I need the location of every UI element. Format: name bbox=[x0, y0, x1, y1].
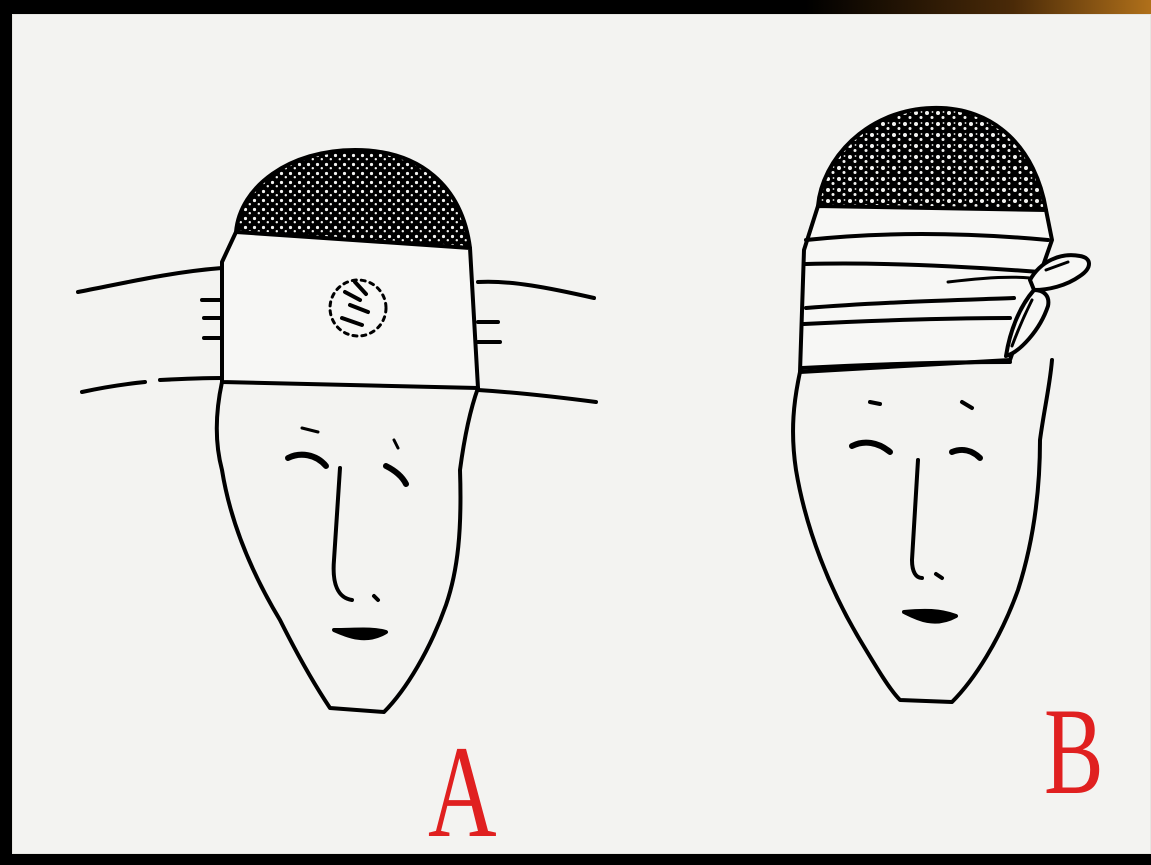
figure-label-b: B bbox=[1044, 690, 1104, 814]
figure-b-brow-right bbox=[962, 402, 972, 408]
figure-a-right-ticks bbox=[478, 322, 500, 342]
figure-label-a: A bbox=[428, 726, 497, 858]
figure-a-eye-right bbox=[386, 466, 406, 484]
figure-a-left-tail-bottom bbox=[82, 378, 222, 392]
figure-b-eye-left bbox=[852, 443, 890, 452]
figure-b-mouth bbox=[904, 611, 956, 622]
figure-a-dressing bbox=[222, 232, 478, 388]
figure-b-nose bbox=[912, 460, 922, 578]
figure-a-left-ticks bbox=[202, 300, 222, 338]
figure-a-brow-right bbox=[394, 440, 398, 448]
figure-a-nose bbox=[334, 468, 352, 600]
figure-b-brow-left bbox=[870, 402, 880, 404]
figure-a-right-tail-bottom bbox=[478, 390, 596, 402]
figure-a-left-tail-top bbox=[78, 268, 222, 292]
figure-a-mouth bbox=[334, 630, 386, 639]
figure-b-hair bbox=[818, 108, 1046, 210]
figure-b-eye-right bbox=[952, 450, 980, 458]
figure-b-face-outline bbox=[793, 360, 1052, 702]
figure-a-head bbox=[78, 150, 596, 712]
figure-a-right-tail-top bbox=[478, 282, 594, 298]
figure-b-head bbox=[793, 108, 1089, 702]
figure-a-eye-left bbox=[288, 455, 326, 466]
figure-a-brow-left bbox=[302, 428, 318, 432]
figure-a-face-outline bbox=[217, 382, 478, 712]
